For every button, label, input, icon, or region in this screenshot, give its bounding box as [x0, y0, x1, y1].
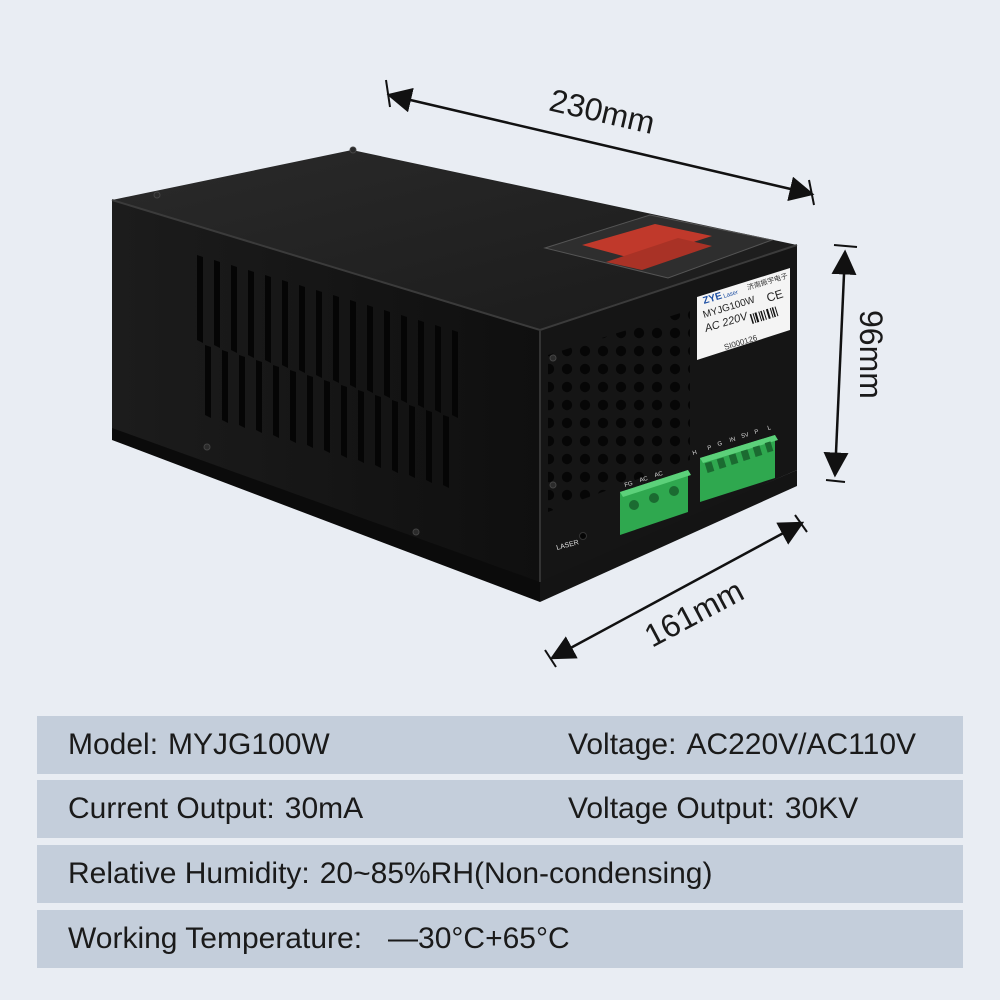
power-terminal-labels: FG AC AC [624, 471, 664, 489]
spec-current-output: Current Output: 30mA [68, 780, 363, 838]
spec-model: Model: MYJG100W [68, 716, 330, 774]
spec-model-label: Model: [68, 728, 159, 761]
spec-temperature-value: —30°C+65°C [388, 922, 570, 955]
product-photo: 230mm 96mm 161mm [111, 79, 889, 668]
power-terminal-block [620, 470, 691, 535]
spec-humidity-label: Relative Humidity: [68, 857, 310, 890]
front-vents [548, 310, 690, 512]
spec-temperature: Working Temperature: —30°C+65°C [68, 910, 570, 968]
depth-label: 161mm [638, 572, 749, 654]
height-label: 96mm [853, 310, 889, 399]
spec-current-output-label: Current Output: [68, 792, 275, 825]
screws [153, 146, 557, 536]
signal-terminal-block [700, 435, 778, 502]
spec-voltage: Voltage: AC220V/AC110V [568, 716, 916, 774]
width-label: 230mm [546, 82, 658, 141]
svg-text:5V: 5V [741, 432, 750, 440]
spec-voltage-value: AC220V/AC110V [686, 728, 917, 761]
spec-voltage-label: Voltage: [568, 728, 677, 761]
warning-label [543, 214, 774, 279]
spec-voltage-output-label: Voltage Output: [568, 792, 775, 825]
svg-text:P: P [754, 429, 759, 436]
spec-current-output-value: 30mA [284, 792, 364, 825]
svg-text:P: P [707, 445, 712, 452]
cert-mark: CE [765, 287, 785, 305]
spec-row-3: Relative Humidity: 20~85%RH(Non-condensin… [37, 845, 963, 903]
svg-text:AC: AC [639, 476, 649, 484]
svg-text:H: H [692, 450, 698, 457]
spec-voltage-output: Voltage Output: 30KV [568, 780, 858, 838]
barcode [749, 306, 779, 324]
spec-row-2: Current Output: 30mA Voltage Output: 30KV [37, 780, 963, 838]
svg-text:AC: AC [654, 471, 664, 479]
height-dimension: 96mm [823, 244, 889, 483]
signal-terminal-labels: H P G IN 5V P L [692, 425, 772, 457]
spec-model-value: MYJG100W [168, 728, 330, 761]
svg-text:FG: FG [624, 481, 634, 489]
brand-sub: Laser [723, 290, 739, 300]
spec-voltage-output-value: 30KV [784, 792, 859, 825]
svg-text:G: G [717, 441, 723, 448]
side-vents [197, 255, 458, 488]
power-supply-unit: ZYE Laser 济南振宇电子 MYJG100W CE AC 220V SI0… [111, 146, 798, 602]
spec-row-4: Working Temperature: —30°C+65°C [37, 910, 963, 968]
spec-humidity: Relative Humidity: 20~85%RH(Non-condensin… [68, 845, 712, 903]
svg-text:IN: IN [729, 437, 736, 444]
spec-row-1: Model: MYJG100W Voltage: AC220V/AC110V [37, 716, 963, 774]
spec-temperature-label: Working Temperature: [68, 922, 363, 955]
spec-humidity-value: 20~85%RH(Non-condensing) [319, 857, 713, 890]
svg-text:L: L [767, 425, 772, 432]
